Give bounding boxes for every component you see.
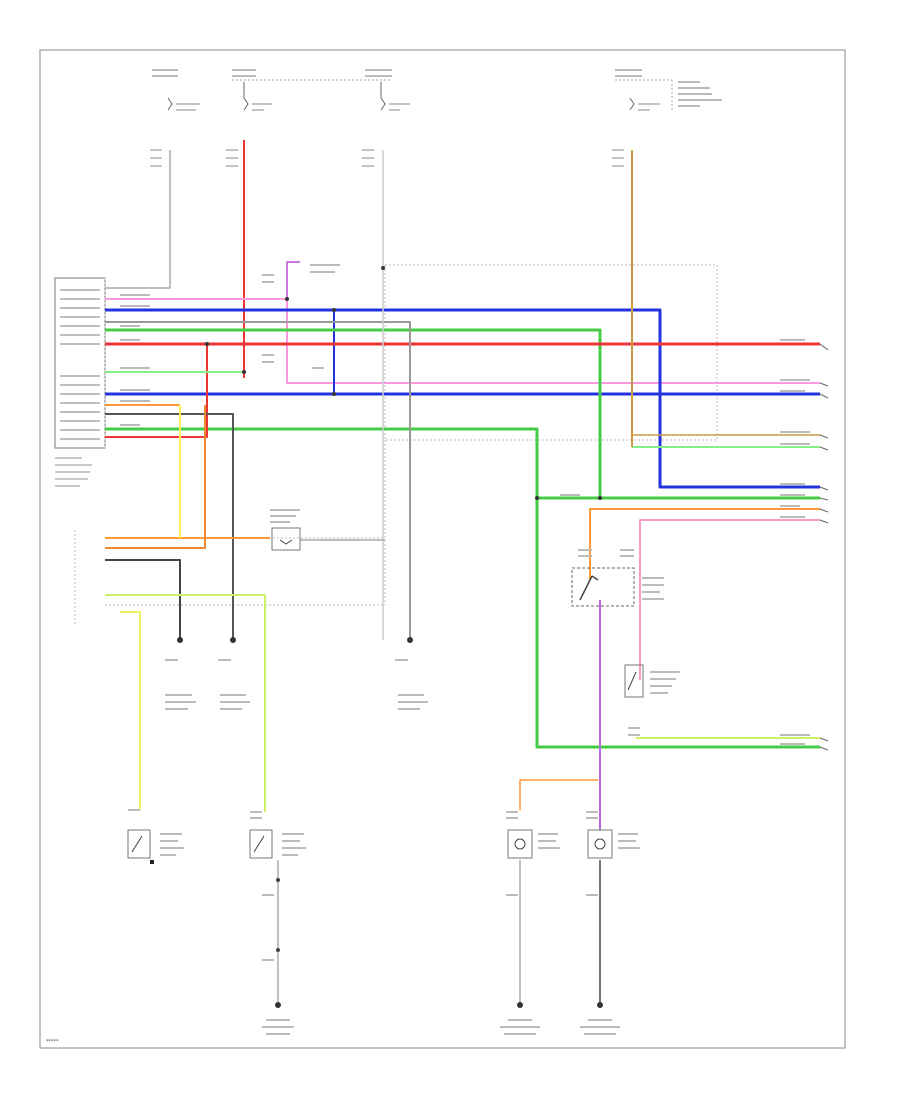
wire-continuations: [819, 343, 829, 751]
connector-outlines: [74, 264, 718, 624]
bottom-lamp-left: [506, 811, 560, 1008]
bottom-left-switch: [127, 809, 184, 864]
sensor-switch-right: [624, 664, 680, 736]
figure-id: *****: [46, 1039, 59, 1045]
ground-labels-bottom: [262, 1019, 620, 1035]
inline-wire-labels: [120, 264, 810, 745]
junction-dots: [205, 266, 602, 500]
diagram-frame: [39, 49, 846, 1049]
power-rail-dotted: [232, 79, 673, 110]
control-unit-box: [54, 277, 106, 487]
fuse-labels-top: [152, 69, 722, 107]
wire-label-marks: [150, 149, 624, 167]
fuse-label-marks: [176, 103, 660, 111]
fuse-symbols: [167, 82, 635, 111]
switch-assembly-right: [571, 549, 664, 607]
wires: [105, 140, 820, 1005]
ground-points-mid: [165, 637, 428, 710]
bottom-lamp-right: [586, 811, 640, 1008]
bottom-mid-switch: [249, 811, 306, 1008]
relay-symbol-center: [270, 509, 360, 551]
